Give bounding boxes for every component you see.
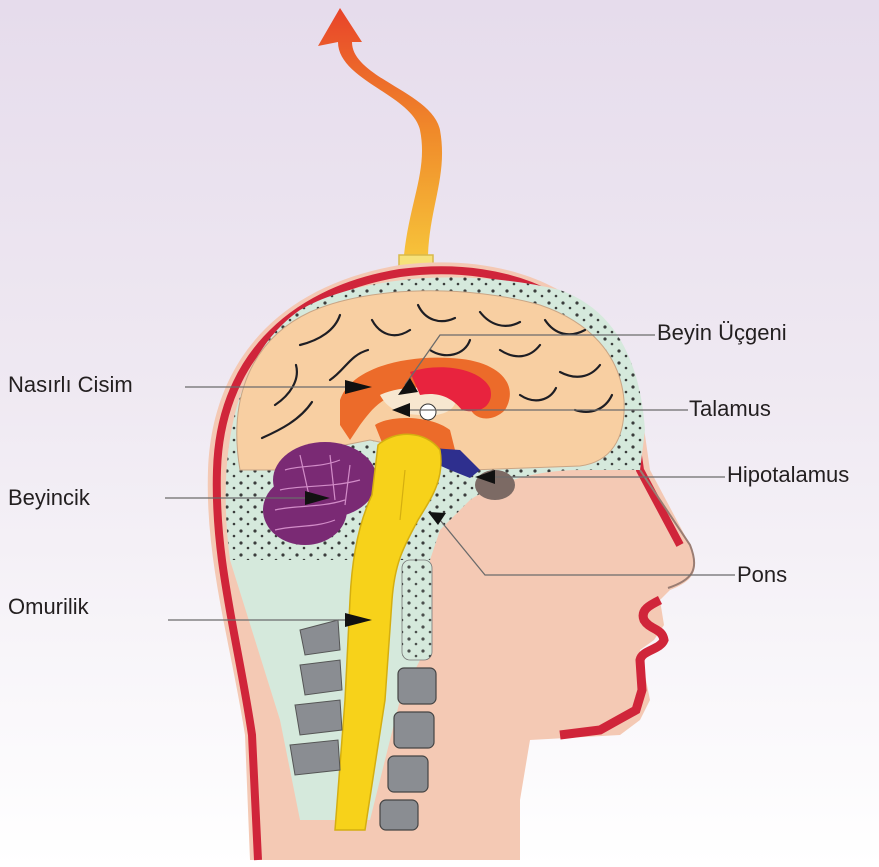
label-beyincik: Beyincik — [8, 485, 90, 511]
label-hipotalamus: Hipotalamus — [727, 462, 849, 488]
label-talamus: Talamus — [689, 396, 771, 422]
label-nasirli-cisim: Nasırlı Cisim — [8, 372, 133, 398]
label-beyin-ucgeni: Beyin Üçgeni — [657, 320, 787, 346]
signal-arrow — [318, 8, 442, 255]
label-omurilik: Omurilik — [8, 594, 89, 620]
label-pons: Pons — [737, 562, 787, 588]
